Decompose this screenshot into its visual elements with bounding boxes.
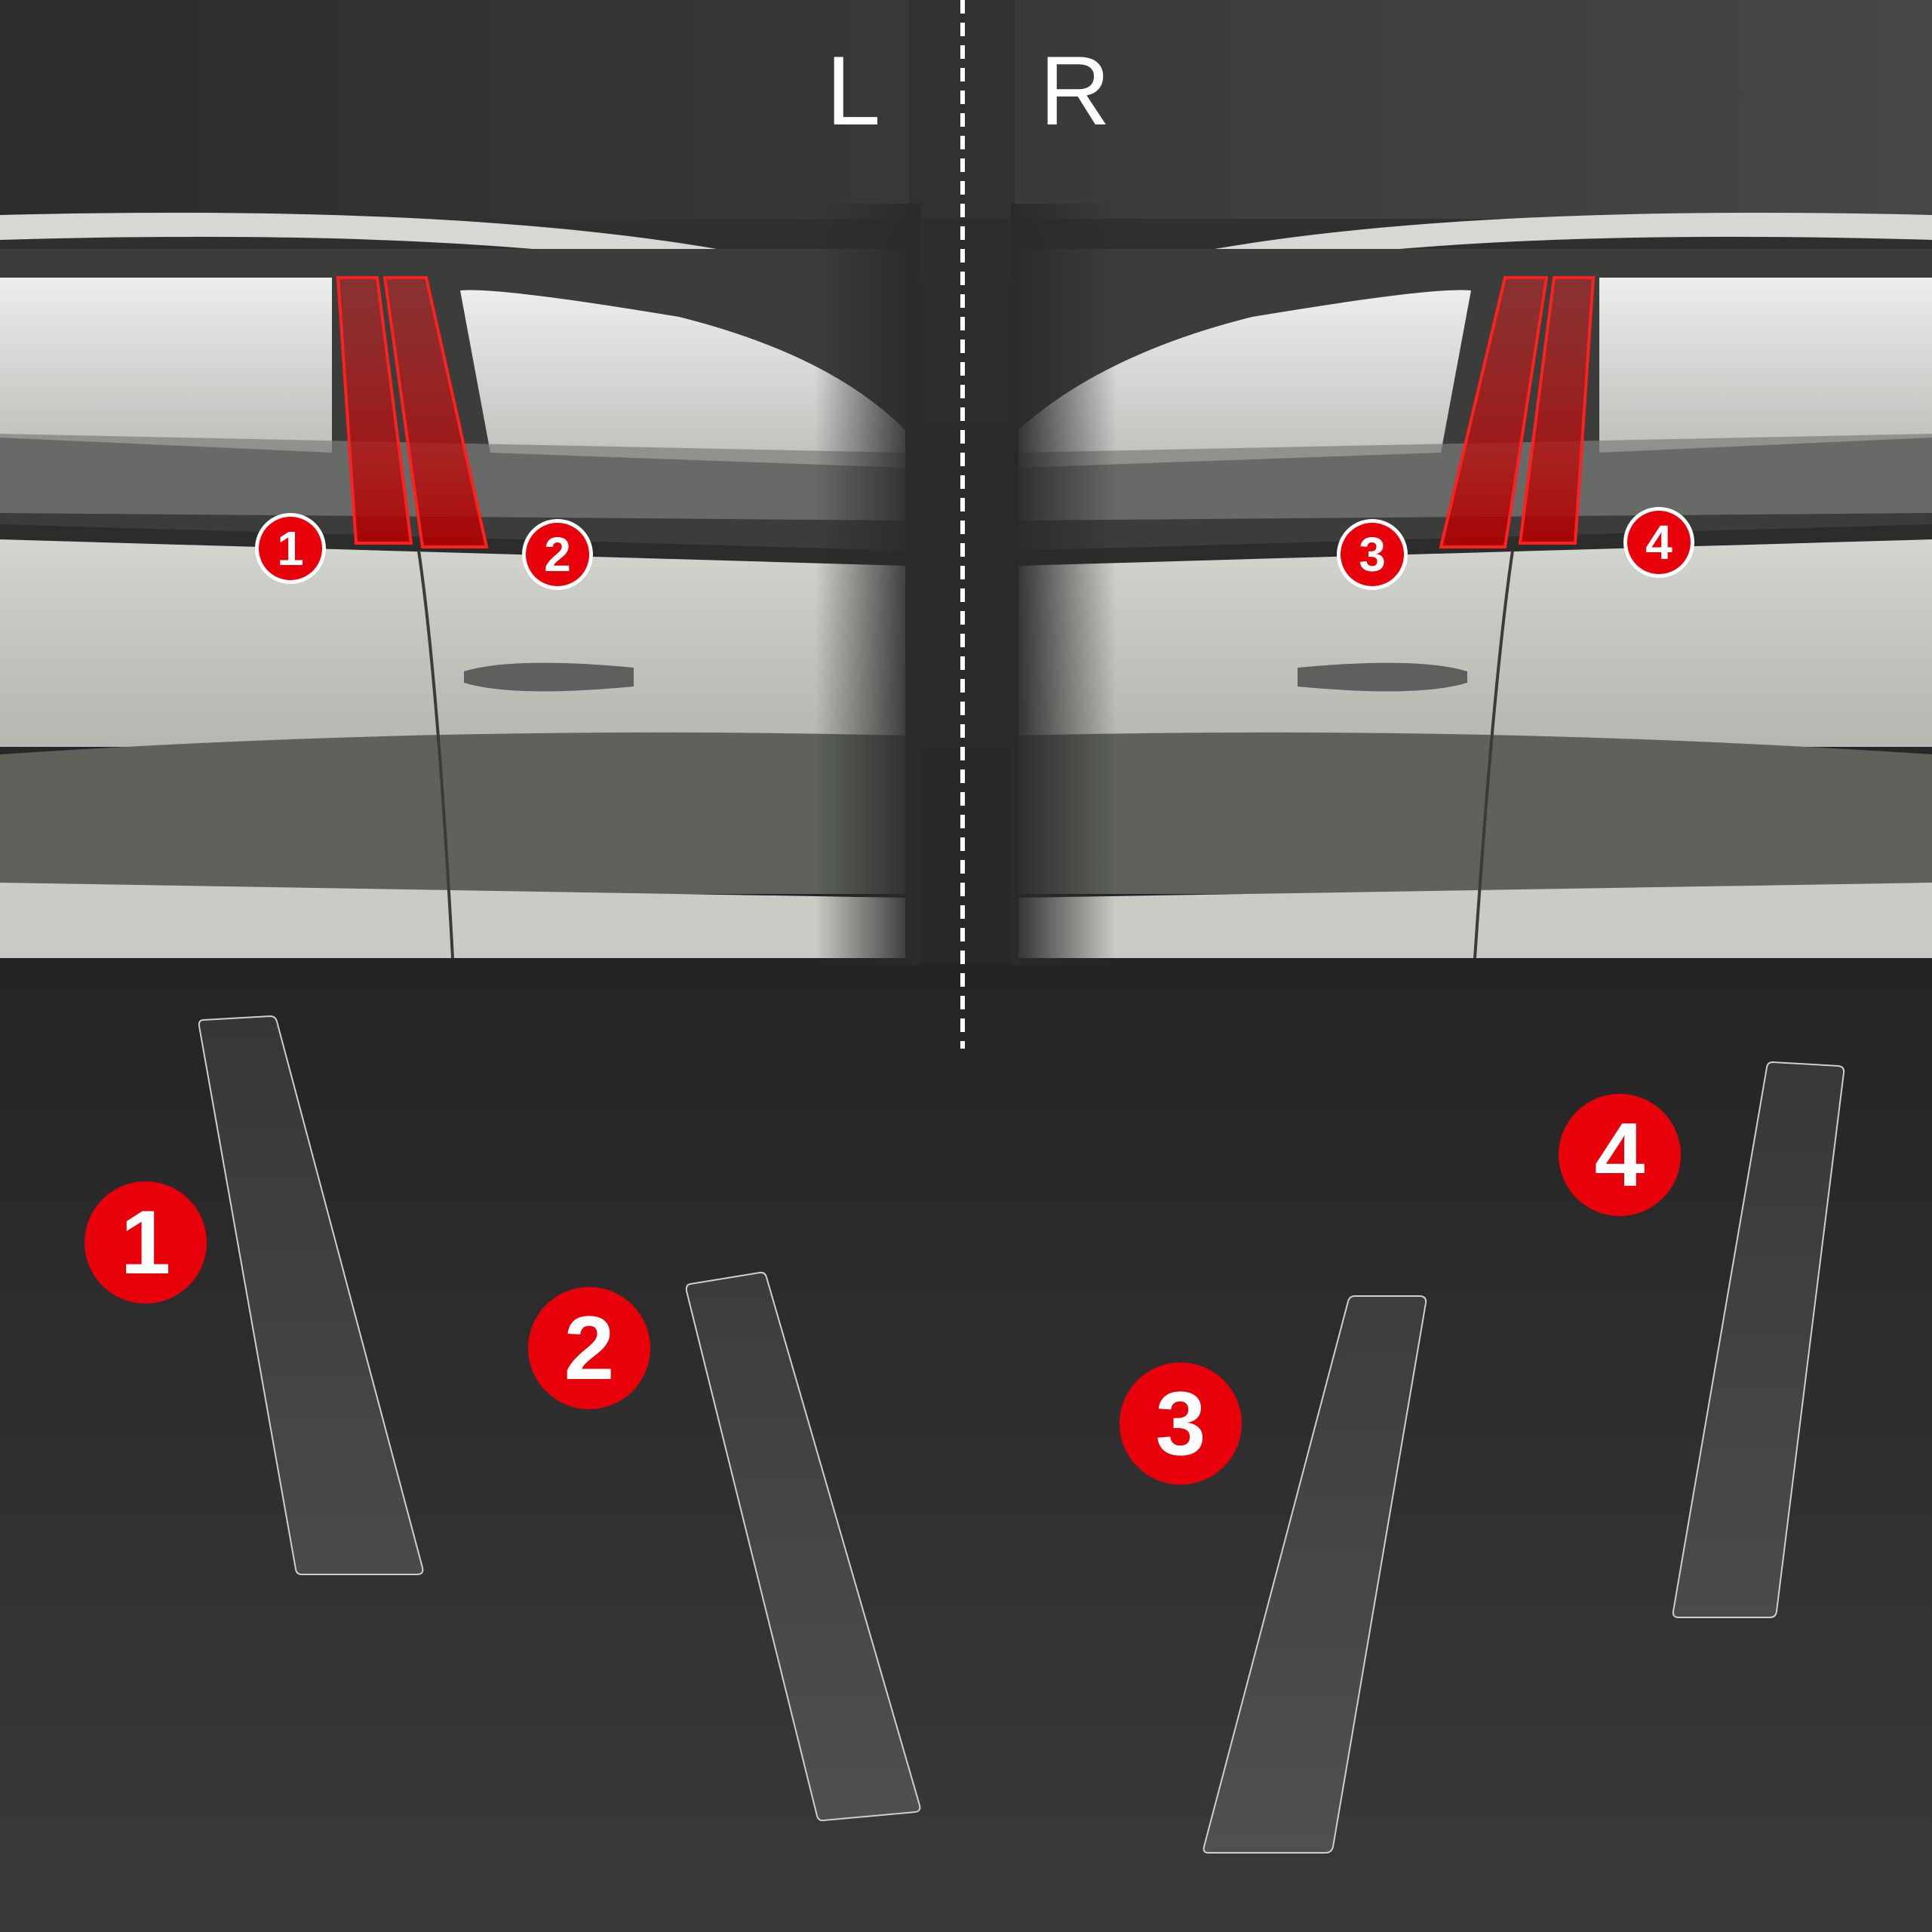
film-piece-3 [1203, 1295, 1427, 1854]
film-piece-1 [198, 1015, 424, 1575]
car-marker-3: 3 [1337, 519, 1408, 590]
film-marker-3: 3 [1120, 1362, 1242, 1485]
car-marker-1: 1 [255, 513, 326, 584]
car-marker-2: 2 [522, 519, 593, 590]
car-right-view [1011, 204, 1932, 966]
film-piece-4 [1672, 1061, 1845, 1618]
car-marker-4: 4 [1623, 507, 1694, 578]
film-piece-2 [685, 1271, 921, 1822]
left-side-label: L [826, 35, 881, 146]
film-pieces [198, 1015, 1845, 1854]
film-marker-4: 4 [1559, 1094, 1681, 1216]
film-marker-1: 1 [84, 1181, 207, 1304]
film-marker-2: 2 [528, 1287, 650, 1409]
right-side-label: R [1040, 35, 1110, 146]
car-left-view [0, 204, 920, 966]
